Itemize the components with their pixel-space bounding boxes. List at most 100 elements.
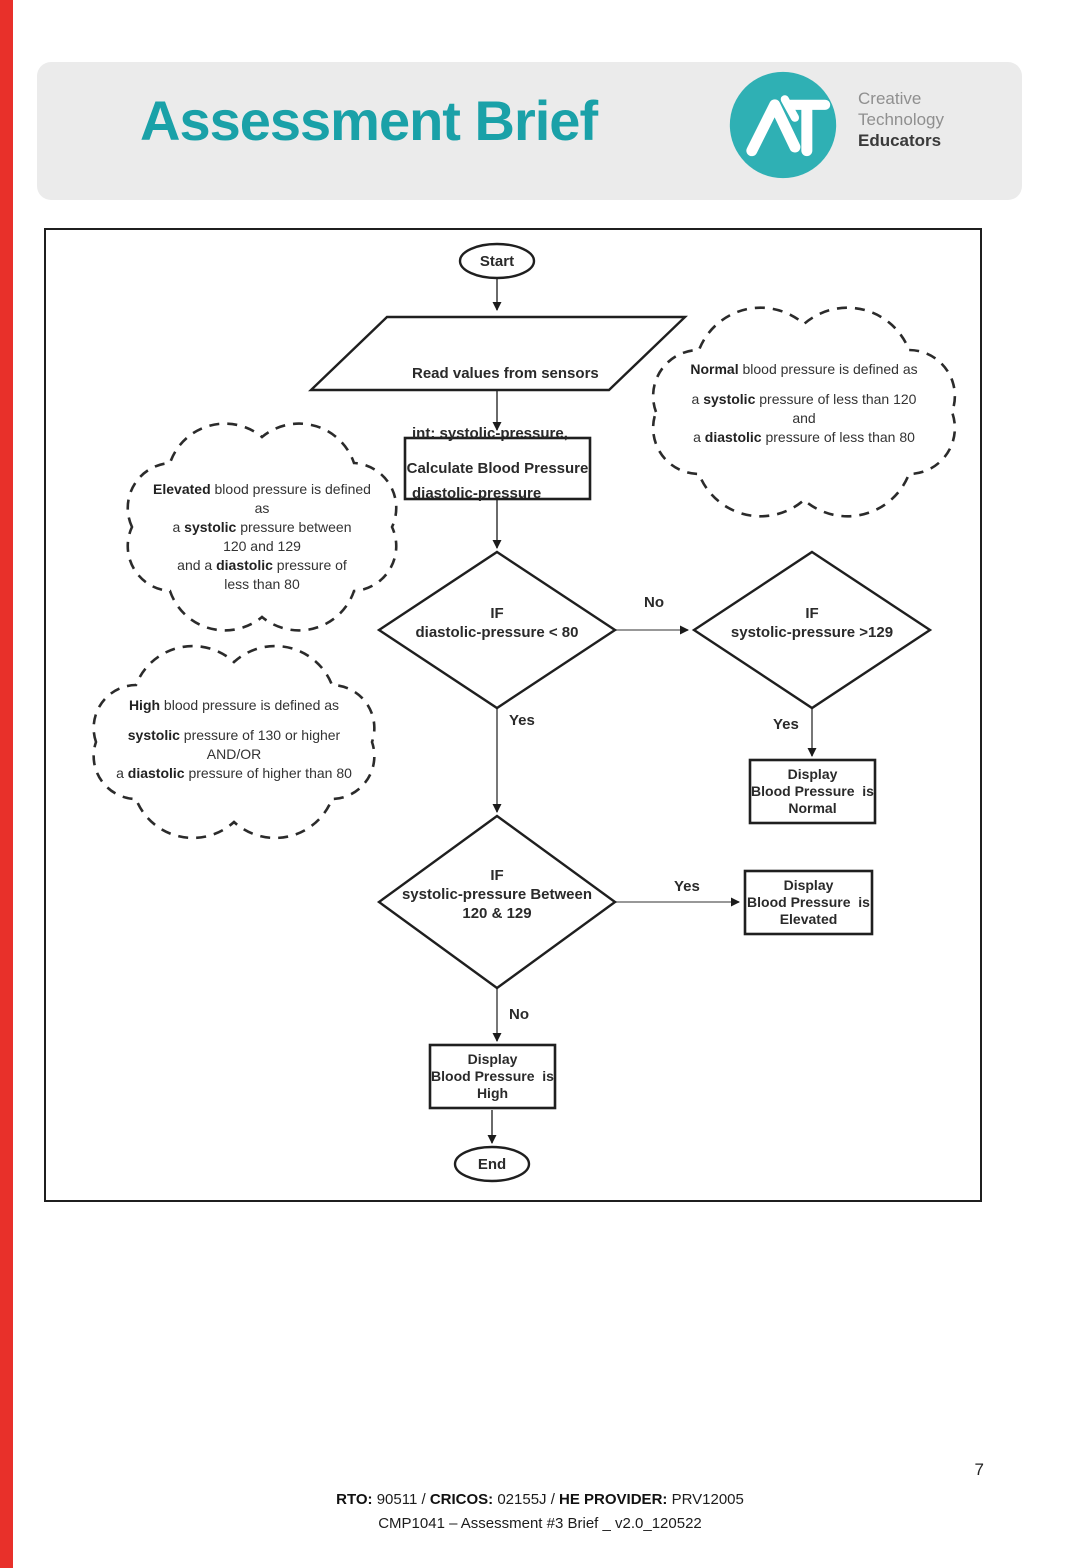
elevated-bold-diastolic: diastolic <box>216 557 273 573</box>
display-elevated-box: Display Blood Pressure is Elevated <box>745 871 872 934</box>
edge-label-no-2: No <box>509 1006 529 1023</box>
normal-pre4: a <box>693 429 705 445</box>
footer-rto-value: 90511 / <box>372 1491 430 1508</box>
display-elevated-shape <box>743 869 874 936</box>
elevated-cloud-line6: less than 80 <box>224 576 300 592</box>
read-values-line3: diastolic-pressure <box>412 485 542 502</box>
normal-definition-annotation: Normal blood pressure is defined as a sy… <box>658 360 950 447</box>
calculate-process-shape <box>403 436 592 501</box>
read-values-parallelogram <box>308 315 688 392</box>
normal-definition-cloud <box>651 306 957 518</box>
footer-cricos-label: CRICOS: <box>429 1491 494 1508</box>
normal-bold-diastolic: diastolic <box>704 429 762 445</box>
high-pre4: a <box>116 765 128 781</box>
read-values-line2: int: systolic-pressure, <box>412 425 568 442</box>
elevated-pre5: and a <box>177 557 217 573</box>
end-terminator-shape <box>453 1145 531 1183</box>
footer-line1: RTO: 90511 / CRICOS: 02155J / HE PROVIDE… <box>0 1488 1080 1512</box>
elevated-definition-cloud <box>126 422 398 632</box>
high-bold-systolic: systolic <box>127 727 180 743</box>
decision-between-line2: systolic-pressure Between <box>401 886 593 903</box>
logo-wordmark: Creative Technology Educators <box>858 88 944 151</box>
edge-label-yes-3: Yes <box>674 878 700 895</box>
display-normal-shape <box>748 758 877 825</box>
high-rest2: pressure of 130 or higher <box>179 727 341 743</box>
start-terminator-shape <box>458 242 536 280</box>
display-elevated-line2: Blood Pressure is <box>747 894 870 910</box>
normal-cloud-line3: and <box>792 410 816 426</box>
display-normal-line3: Normal <box>788 800 837 816</box>
normal-cloud-line2: a systolic pressure of less than 120 <box>658 390 950 409</box>
high-bold-word: High <box>128 697 161 713</box>
display-normal-line2: Blood Pressure is <box>751 783 874 799</box>
decision-between-shape <box>376 814 618 990</box>
left-edge-accent-bar <box>0 0 13 1568</box>
elevated-rest1: blood pressure is defined <box>210 481 371 497</box>
display-elevated-line1: Display <box>783 877 834 893</box>
logo-line-educators: Educators <box>858 131 942 150</box>
display-normal-line1: Display <box>787 766 838 782</box>
normal-rest1: blood pressure is defined as <box>738 361 918 377</box>
high-cloud-gap <box>98 715 370 726</box>
decision-systolic129-shape <box>691 550 933 710</box>
display-elevated-line3: Elevated <box>779 911 838 927</box>
elevated-rest5: pressure of <box>272 557 347 573</box>
high-cloud-line1: High blood pressure is defined as <box>98 696 370 715</box>
elevated-cloud-line5: and a diastolic pressure of <box>132 556 392 575</box>
page-title: Assessment Brief <box>140 89 598 152</box>
decision-diastolic-line2: diastolic-pressure < 80 <box>415 624 579 641</box>
high-rest4: pressure of higher than 80 <box>184 765 352 781</box>
elevated-bold-word: Elevated <box>153 481 211 497</box>
normal-cloud-line1: Normal blood pressure is defined as <box>658 360 950 379</box>
display-high-box: Display Blood Pressure is High <box>430 1045 555 1108</box>
footer-line2: CMP1041 – Assessment #3 Brief _ v2.0_120… <box>378 1515 702 1532</box>
decision-between-line1: IF <box>490 867 504 884</box>
decision-systolic129: IF systolic-pressure >129 <box>694 604 930 642</box>
display-high-line1: Display <box>467 1051 518 1067</box>
end-terminator: End <box>477 1155 507 1173</box>
high-cloud-line4: a diastolic pressure of higher than 80 <box>98 764 370 783</box>
read-values-text: Read values from sensors int: systolic-p… <box>412 324 599 544</box>
decision-between: IF systolic-pressure Between 120 & 129 <box>379 866 615 923</box>
flowchart-frame: Start Read values from sensors int: syst… <box>44 228 982 1202</box>
high-definition-cloud <box>92 644 376 840</box>
elevated-bold-systolic: systolic <box>184 519 237 535</box>
logo-line-creative: Creative <box>858 89 922 108</box>
normal-bold-systolic: systolic <box>703 391 756 407</box>
decision-diastolic: IF diastolic-pressure < 80 <box>379 604 615 642</box>
high-definition-annotation: High blood pressure is defined as systol… <box>98 696 370 783</box>
page-number: 7 <box>974 1460 984 1479</box>
calculate-process: Calculate Blood Pressure <box>406 460 589 477</box>
footer-he-value: PRV12005 <box>667 1491 744 1508</box>
display-normal-box: Display Blood Pressure is Normal <box>750 760 875 823</box>
read-values-line1: Read values from sensors <box>412 365 599 382</box>
ait-logo-icon <box>729 71 837 179</box>
decision-between-line3: 120 & 129 <box>462 905 532 922</box>
high-cloud-line2: systolic pressure of 130 or higher <box>98 726 370 745</box>
normal-pre2: a <box>691 391 704 407</box>
footer-he-label: HE PROVIDER: <box>559 1491 668 1508</box>
edge-label-yes-2: Yes <box>773 716 799 733</box>
footer-cricos-value: 02155J / <box>493 1491 560 1508</box>
elevated-pre3: a <box>172 519 185 535</box>
high-cloud-line3: AND/OR <box>206 746 262 762</box>
decision-systolic129-line1: IF <box>805 605 819 622</box>
logo-line-technology: Technology <box>858 110 945 129</box>
footer: RTO: 90511 / CRICOS: 02155J / HE PROVIDE… <box>0 1488 1080 1536</box>
elevated-cloud-line1: Elevated blood pressure is defined <box>132 480 392 499</box>
elevated-cloud-line4: 120 and 129 <box>223 538 301 554</box>
decision-diastolic-line1: IF <box>490 605 504 622</box>
flowchart-shapes <box>92 242 957 1183</box>
elevated-rest3: pressure between <box>236 519 352 535</box>
high-bold-diastolic: diastolic <box>127 765 185 781</box>
normal-bold-word: Normal <box>690 361 739 377</box>
display-high-shape <box>428 1043 557 1110</box>
normal-cloud-gap <box>658 379 950 390</box>
normal-rest2: pressure of less than 120 <box>755 391 917 407</box>
display-high-line2: Blood Pressure is <box>431 1068 554 1084</box>
normal-rest4: pressure of less than 80 <box>761 429 915 445</box>
header-banner <box>37 62 1022 200</box>
normal-cloud-line4: a diastolic pressure of less than 80 <box>658 428 950 447</box>
decision-systolic129-line2: systolic-pressure >129 <box>730 624 894 641</box>
footer-rto-label: RTO: <box>336 1491 373 1508</box>
